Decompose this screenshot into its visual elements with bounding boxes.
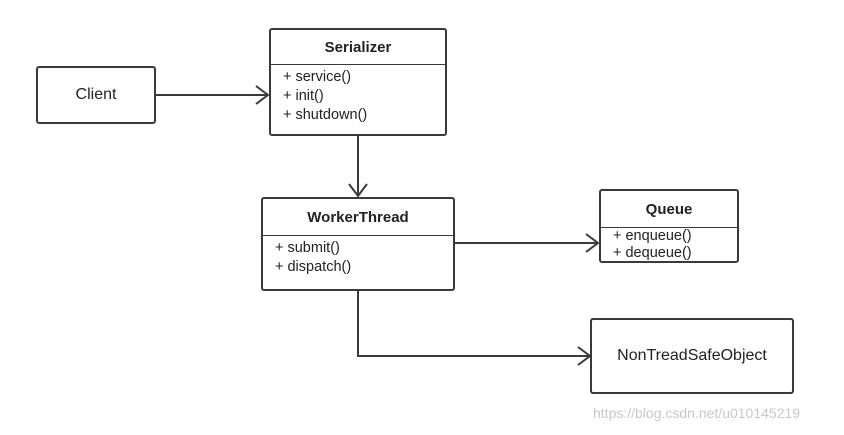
non-tread-safe-object-box: NonTreadSafeObject [590, 318, 794, 394]
worker-thread-title: WorkerThread [263, 199, 453, 236]
queue-method-enqueue: + enqueue() [613, 228, 692, 244]
queue-methods: + enqueue() + dequeue() [601, 228, 737, 262]
watermark: https://blog.csdn.net/u010145219 [593, 405, 801, 421]
non-tread-safe-object-label: NonTreadSafeObject [617, 347, 767, 364]
worker-method-dispatch: + dispatch() [275, 259, 352, 275]
serializer-class: Serializer + service() + init() + shutdo… [269, 28, 447, 136]
serializer-method-service: + service() [283, 69, 352, 85]
queue-class: Queue + enqueue() + dequeue() [599, 189, 739, 263]
client-label: Client [75, 86, 117, 103]
worker-thread-class: WorkerThread + submit() + dispatch() [261, 197, 455, 291]
worker-to-queue-arrowhead [585, 233, 600, 253]
serializer-to-worker-arrowhead [348, 183, 368, 198]
worker-to-nontread-arrow [357, 291, 590, 357]
client-to-serializer-arrowhead [255, 85, 270, 105]
serializer-title: Serializer [271, 30, 445, 65]
worker-thread-methods: + submit() + dispatch() [263, 236, 453, 277]
serializer-method-init: + init() [283, 88, 324, 104]
serializer-method-shutdown: + shutdown() [283, 107, 368, 123]
queue-method-dequeue: + dequeue() [613, 245, 692, 261]
worker-method-submit: + submit() [275, 240, 340, 256]
serializer-methods: + service() + init() + shutdown() [271, 65, 445, 125]
client-box: Client [36, 66, 156, 124]
queue-title: Queue [601, 191, 737, 228]
